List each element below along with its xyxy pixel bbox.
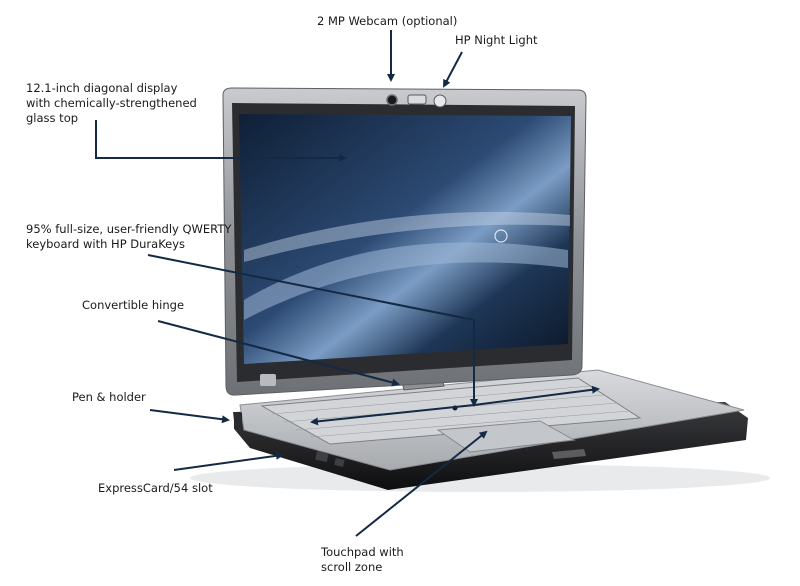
hp-bezel-logo bbox=[260, 374, 276, 386]
hp-screen-logo bbox=[494, 229, 508, 243]
convertible-hinge bbox=[399, 369, 445, 391]
speaker-grille bbox=[552, 449, 586, 459]
callout-pen-line-1: Pen & holder bbox=[72, 390, 146, 404]
callout-display: 12.1-inch diagonal display with chemical… bbox=[26, 81, 197, 126]
webcam-switch bbox=[407, 94, 427, 105]
callout-night-light-line-1: HP Night Light bbox=[455, 33, 538, 47]
pointing-stick bbox=[452, 405, 458, 411]
callout-webcam-line-1: 2 MP Webcam (optional) bbox=[317, 14, 458, 28]
screen-wave-2 bbox=[244, 211, 570, 262]
keyboard-keys bbox=[271, 385, 630, 438]
side-port bbox=[334, 458, 345, 467]
callout-webcam: 2 MP Webcam (optional) bbox=[317, 14, 457, 29]
callout-hinge-line-1: Convertible hinge bbox=[82, 298, 185, 312]
touchpad bbox=[436, 420, 576, 453]
callout-night-light: HP Night Light bbox=[455, 33, 538, 48]
keyboard bbox=[260, 377, 642, 445]
arrow-hinge bbox=[157, 320, 400, 387]
arrow-keyboard-right bbox=[473, 385, 600, 406]
floor-shadow bbox=[190, 464, 770, 492]
night-light bbox=[433, 94, 447, 108]
expresscard-port bbox=[315, 450, 329, 463]
callout-touchpad-line-1: Touchpad with bbox=[321, 545, 404, 559]
display-frame bbox=[222, 87, 587, 396]
callout-display-line-1: 12.1-inch diagonal display bbox=[26, 81, 178, 95]
callout-keyboard-line-2: keyboard with HP DuraKeys bbox=[26, 237, 186, 251]
arrow-keyboard-left bbox=[310, 404, 475, 426]
arrow-pen bbox=[149, 409, 230, 424]
display-screen bbox=[239, 114, 571, 364]
arrow-expresscard bbox=[173, 451, 284, 471]
pen-holder bbox=[234, 412, 242, 430]
callout-expresscard: ExpressCard/54 slot bbox=[98, 481, 213, 496]
laptop-deck bbox=[239, 369, 745, 471]
arrow-night-light bbox=[443, 51, 463, 88]
callout-keyboard: 95% full-size, user-friendly QWERTY keyb… bbox=[26, 222, 231, 252]
callout-display-line-3: glass top bbox=[26, 111, 79, 125]
laptop-base bbox=[233, 402, 748, 490]
arrow-keyboard bbox=[147, 254, 478, 407]
callout-hinge: Convertible hinge bbox=[82, 298, 184, 313]
screen-wave bbox=[244, 242, 568, 320]
callout-pen: Pen & holder bbox=[72, 390, 146, 405]
callout-expresscard-line-1: ExpressCard/54 slot bbox=[98, 481, 213, 495]
webcam-lens bbox=[386, 94, 398, 106]
display-bezel bbox=[232, 103, 575, 382]
callout-touchpad: Touchpad with scroll zone bbox=[321, 545, 404, 575]
callout-keyboard-line-1: 95% full-size, user-friendly QWERTY bbox=[26, 222, 232, 236]
callout-touchpad-line-2: scroll zone bbox=[321, 560, 383, 574]
arrow-touchpad bbox=[355, 430, 488, 537]
callout-display-line-2: with chemically-strengthened bbox=[26, 96, 197, 110]
